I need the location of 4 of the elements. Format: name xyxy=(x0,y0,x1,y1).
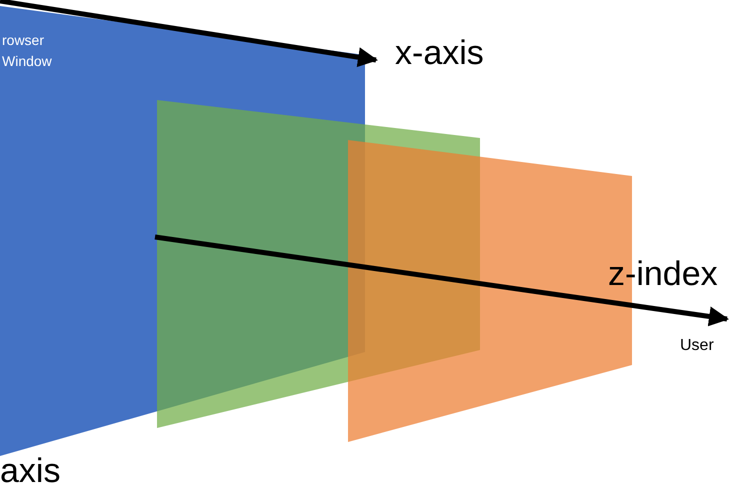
axis-label: axis xyxy=(0,452,60,491)
axis-label: x-axis xyxy=(395,34,484,73)
plane-label: rowser Window xyxy=(2,31,53,71)
axis-label: User xyxy=(680,337,714,355)
